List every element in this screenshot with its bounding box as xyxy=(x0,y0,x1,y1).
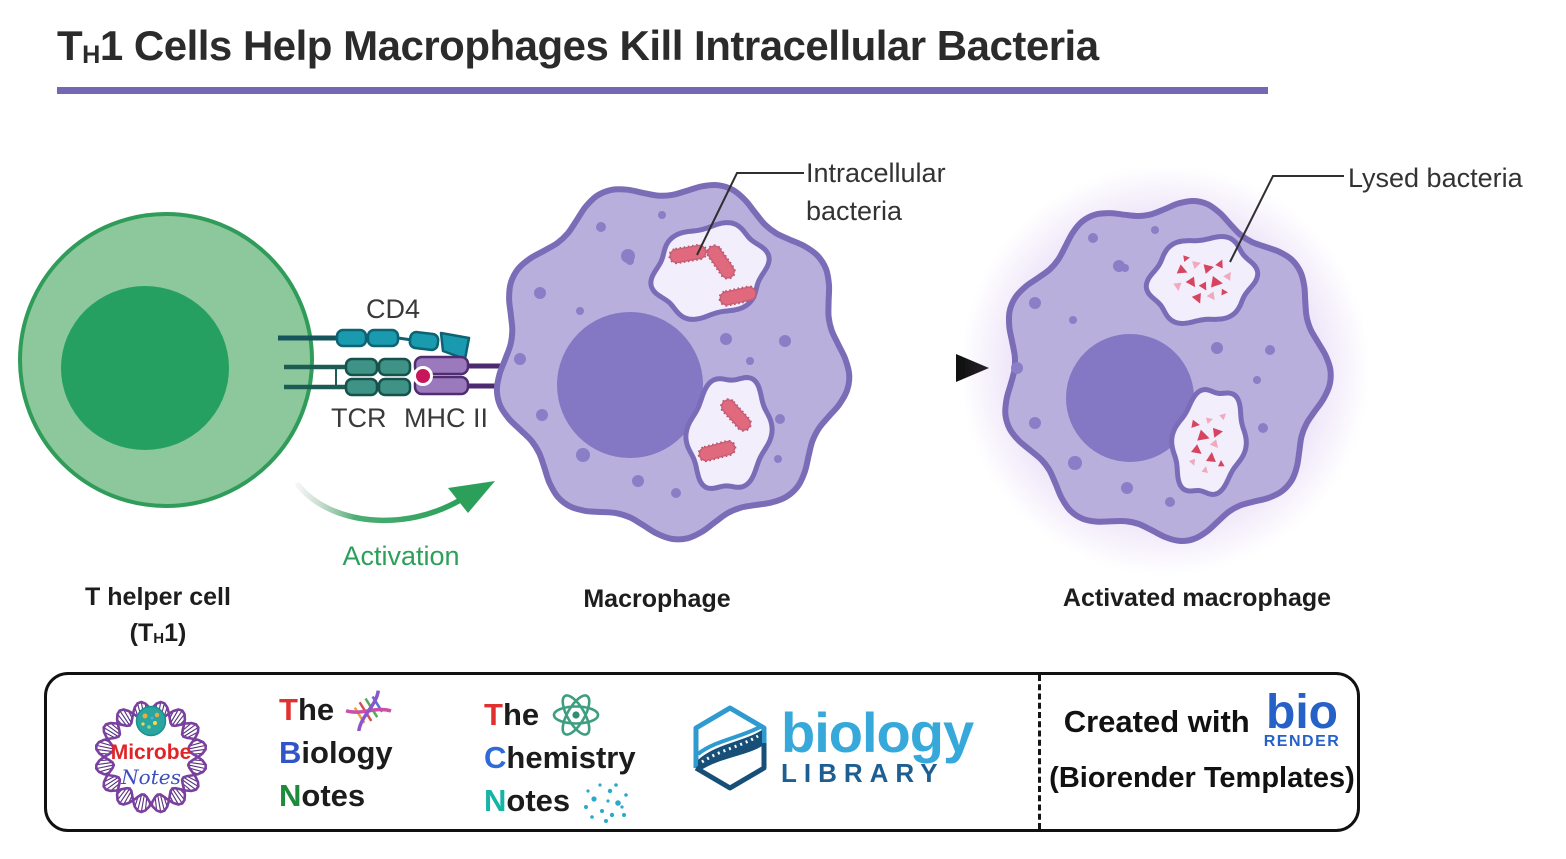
molecule-dots-icon xyxy=(584,782,628,823)
dna-icon xyxy=(345,689,392,731)
title-underline xyxy=(57,87,1268,94)
biorender-bio-text: bio xyxy=(1266,686,1338,739)
activation-label: Activation xyxy=(342,541,460,571)
page-title: TH1 Cells Help Macrophages Kill Intracel… xyxy=(57,22,1099,70)
microbe-notes-logo: Microbe Notes xyxy=(79,681,223,825)
t-helper-nucleus xyxy=(61,286,229,450)
activated-macrophage-caption: Activated macrophage xyxy=(1062,584,1332,612)
footer-divider xyxy=(1038,675,1041,829)
lysed-bacteria-label: Lysed bacteria xyxy=(1348,163,1523,193)
credits-footer: Microbe Notes The Biology Notes xyxy=(44,672,1360,832)
activation-arrow-icon xyxy=(295,481,495,524)
mhc2-label: MHC II xyxy=(404,403,488,433)
macrophage-shape xyxy=(493,181,853,543)
intracellular-pointer-line xyxy=(696,172,804,256)
biorender-render-text: RENDER xyxy=(1263,733,1341,750)
cd4-label: CD4 xyxy=(366,294,421,324)
biorender-logo: bio RENDER xyxy=(1263,686,1341,750)
lysed-pointer-line xyxy=(1229,175,1344,263)
microbe-logo-title: Microbe xyxy=(110,741,192,764)
th1-caption: (TH1) xyxy=(129,619,187,647)
t-helper-cell-caption: T helper cell xyxy=(85,583,231,611)
hexagon-dna-icon xyxy=(693,705,767,791)
macrophage-caption: Macrophage xyxy=(583,585,731,613)
microbe-logo-subtitle: Notes xyxy=(121,765,181,789)
library-logo-caption: LIBRARY xyxy=(781,757,945,788)
intracellular-bacteria-label: Intracellular bacteria xyxy=(806,158,946,226)
activated-macrophage-shape xyxy=(965,168,1370,575)
tcr-label: TCR xyxy=(331,403,387,433)
atom-icon xyxy=(552,693,600,736)
library-logo-name: biology xyxy=(781,700,974,764)
biorender-templates-label: (Biorender Templates) xyxy=(1049,762,1355,794)
created-with-label: Created with xyxy=(1063,703,1250,739)
biology-notes-logo: The Biology Notes xyxy=(279,688,393,817)
chemistry-notes-logo: The Chemistry Notes xyxy=(484,693,636,823)
created-with-section: Created with bio RENDER (Biorender Templ… xyxy=(1044,675,1360,829)
biology-library-logo: biology LIBRARY xyxy=(689,700,974,793)
t-helper-cell-shape xyxy=(18,212,314,508)
microbe-wreath-icon xyxy=(94,700,208,814)
